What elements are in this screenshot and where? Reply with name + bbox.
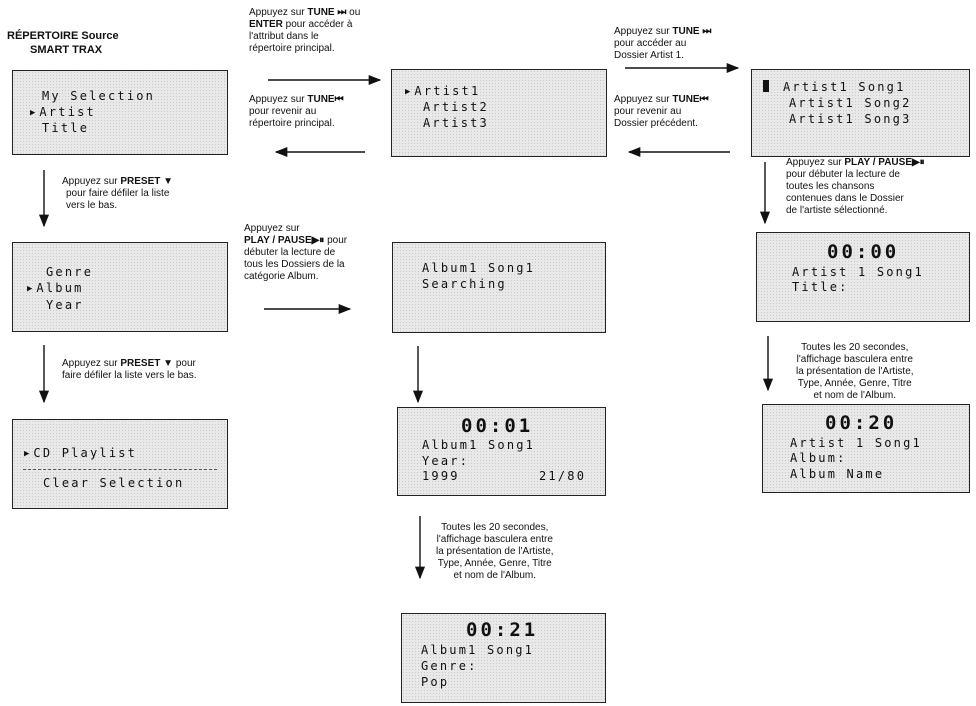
lcd-line: Clear Selection [43,476,185,490]
note-preset-2: Appuyez sur PRESET ▼ pour faire défiler … [62,358,197,381]
lcd-year: 1999 [422,469,460,483]
note-toggle-right: Toutes les 20 secondes, l'affichage basc… [796,342,914,401]
lcd-line-selected: ▶CD Playlist [24,446,138,460]
separator [23,469,217,470]
note-play-artist: Appuyez sur PLAY / PAUSE▶⏸ pour débuter … [786,157,925,216]
lcd-line: Artist 1 Song1 [792,265,924,279]
lcd-artist-play-album: 00:20 Artist 1 Song1 Album: Album Name [762,404,970,493]
lcd-menu-genre-album-year: Genre ▶Album Year [12,242,228,332]
lcd-line: Artist2 [423,100,489,114]
lcd-line: Album1 Song1 [421,643,535,657]
lcd-line-selected: ▶Artist [30,105,96,119]
header-line-1: RÉPERTOIRE Source [7,30,119,42]
lcd-artists: ▶Artist1 Artist2 Artist3 [391,69,607,157]
diagram-header: RÉPERTOIRE Source SMART TRAX [7,29,119,57]
lcd-time: 00:21 [466,619,539,641]
lcd-line: Album1 Song1 [422,438,536,452]
lcd-line: Artist 1 Song1 [790,436,922,450]
lcd-album-play-year: 00:01 Album1 Song1 Year: 1999 21/80 [397,407,606,496]
lcd-album-play-genre: 00:21 Album1 Song1 Genre: Pop [401,613,606,703]
lcd-line: Year [46,298,84,312]
lcd-time: 00:01 [461,415,534,437]
lcd-line: Artist1 Song2 [789,96,912,110]
lcd-line: Year: [422,454,470,468]
lcd-line: Album: [790,451,847,465]
note-tune-back-folder: Appuyez sur TUNE⏮ pour revenir au Dossie… [614,94,709,129]
lcd-line-selected: ▶Album [27,281,84,295]
lcd-line: Album Name [790,467,885,481]
lcd-album-search: Album1 Song1 Searching [392,242,606,333]
lcd-line: Pop [421,675,450,689]
lcd-line: Title: [792,280,849,294]
lcd-track-count: 21/80 [539,469,587,483]
pointer-icon: ▶ [27,284,33,294]
lcd-line-selected: Artist1 Song1 [763,80,906,94]
lcd-artist-play: 00:00 Artist 1 Song1 Title: [756,232,970,322]
pointer-icon: ▶ [24,449,30,459]
lcd-line-selected: ▶Artist1 [405,84,481,98]
cursor-block-icon [763,80,769,92]
lcd-line: Searching [422,277,507,291]
lcd-time: 00:20 [825,412,898,434]
note-tune-back-main: Appuyez sur TUNE⏮ pour revenir au répert… [249,94,344,129]
lcd-line: Title [42,121,90,135]
lcd-line: Genre: [421,659,478,673]
lcd-main-menu: My Selection ▶Artist Title [12,70,228,155]
note-toggle-middle: Toutes les 20 secondes, l'affichage basc… [436,522,554,581]
lcd-time: 00:00 [827,241,900,263]
lcd-line: Artist3 [423,116,489,130]
lcd-line: My Selection [42,89,156,103]
pointer-icon: ▶ [30,108,36,118]
header-line-2: SMART TRAX [30,44,103,56]
pointer-icon: ▶ [405,87,411,97]
lcd-line: Genre [46,265,94,279]
lcd-line: Album1 Song1 [422,261,536,275]
lcd-artist-songs: Artist1 Song1 Artist1 Song2 Artist1 Song… [751,69,970,157]
note-play-album: Appuyez sur PLAY / PAUSE▶⏸ pour débuter … [244,223,348,282]
note-tune-folder: Appuyez sur TUNE ⏭ pour accéder au Dossi… [614,26,712,61]
lcd-playlist-menu: ▶CD Playlist Clear Selection [12,419,228,509]
lcd-line: Artist1 Song3 [789,112,912,126]
note-preset-1: Appuyez sur PRESET ▼ pour faire défiler … [62,176,174,211]
note-tune-enter: Appuyez sur TUNE ⏭ ou ENTER pour accéder… [249,7,361,54]
